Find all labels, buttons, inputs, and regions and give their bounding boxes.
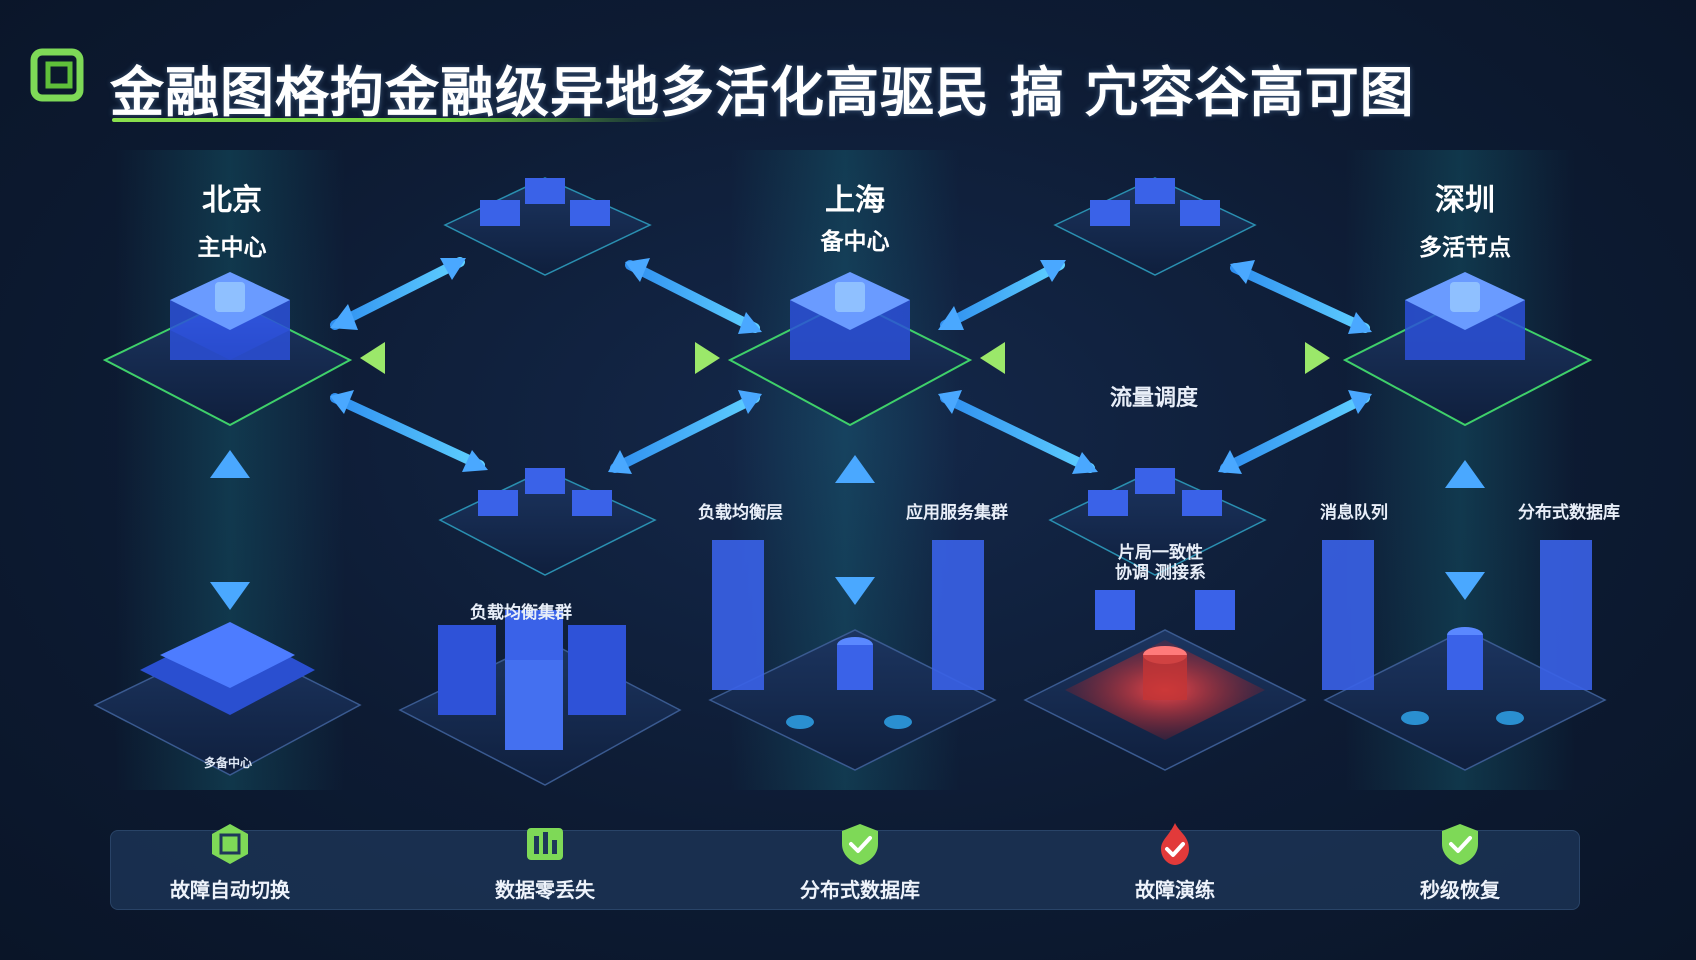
backup-center-label: 多备中心 xyxy=(204,756,253,770)
load-balancer-cluster-platform[interactable] xyxy=(398,610,682,786)
consistency-label: 片局一致性 xyxy=(1118,543,1203,563)
server-cluster-top-right[interactable] xyxy=(1053,177,1257,276)
datacenter-shanghai[interactable] xyxy=(727,272,973,427)
feature-label: 故障自动切换 xyxy=(170,878,290,902)
datacenter-shenzhen[interactable] xyxy=(1342,272,1593,427)
distributed-db-label: 分布式数据库 xyxy=(1518,503,1620,523)
feature-distributed-db[interactable]: 分布式数据库 xyxy=(740,824,980,910)
title-underline xyxy=(112,118,672,122)
site-role-shanghai: 备中心 xyxy=(820,229,890,255)
page-title: 金融图格拘金融级异地多活化高驱民 搞 宂容谷高可图 xyxy=(110,61,1415,124)
check-shield-icon xyxy=(842,824,878,865)
site-city-beijing: 北京 xyxy=(202,183,262,218)
feature-label: 秒级恢复 xyxy=(1420,878,1500,902)
feature-bar: 故障自动切换 数据零丢失 分布式数据库 故障演练 秒级恢复 xyxy=(110,823,1580,910)
feature-failure-drill[interactable]: 故障演练 xyxy=(1055,823,1295,910)
site-city-shanghai: 上海 xyxy=(825,183,885,218)
datacenter-beijing[interactable] xyxy=(102,272,353,427)
feature-label: 数据零丢失 xyxy=(495,878,595,902)
failure-drill-platform[interactable] xyxy=(1023,590,1307,771)
coordination-label: 协调 测接系 xyxy=(1115,563,1206,583)
bars-badge-icon xyxy=(527,828,563,860)
server-cluster-mid-left[interactable] xyxy=(438,468,657,576)
backup-center-platform[interactable] xyxy=(93,622,362,776)
site-city-shenzhen: 深圳 xyxy=(1435,183,1495,218)
app-service-cluster-label: 应用服务集群 xyxy=(906,503,1008,523)
feature-zero-data-loss[interactable]: 数据零丢失 xyxy=(425,828,665,910)
site-role-shenzhen: 多活节点 xyxy=(1419,235,1511,261)
brand-logo xyxy=(30,48,84,102)
message-queue-label: 消息队列 xyxy=(1320,503,1388,523)
feature-label: 分布式数据库 xyxy=(800,878,920,902)
feature-auto-failover[interactable]: 故障自动切换 xyxy=(110,824,350,910)
site-role-beijing: 主中心 xyxy=(197,235,267,261)
server-cluster-top-left[interactable] xyxy=(443,177,652,276)
check-shield-icon xyxy=(1442,824,1478,865)
app-service-cluster-platform[interactable] xyxy=(708,540,997,771)
feature-label: 故障演练 xyxy=(1135,878,1215,902)
server-cluster-mid-right[interactable] xyxy=(1048,468,1267,576)
square-badge-icon xyxy=(212,824,248,864)
lb-cluster-label: 负载均衡集群 xyxy=(470,603,572,623)
flame-check-icon xyxy=(1161,823,1189,865)
load-balancer-layer-label: 负载均衡层 xyxy=(698,503,783,523)
message-queue-db-platform[interactable] xyxy=(1322,540,1607,771)
traffic-scheduling-label: 流量调度 xyxy=(1110,386,1199,411)
feature-second-level-recovery[interactable]: 秒级恢复 xyxy=(1340,824,1580,910)
replication-arrows xyxy=(210,257,1485,610)
